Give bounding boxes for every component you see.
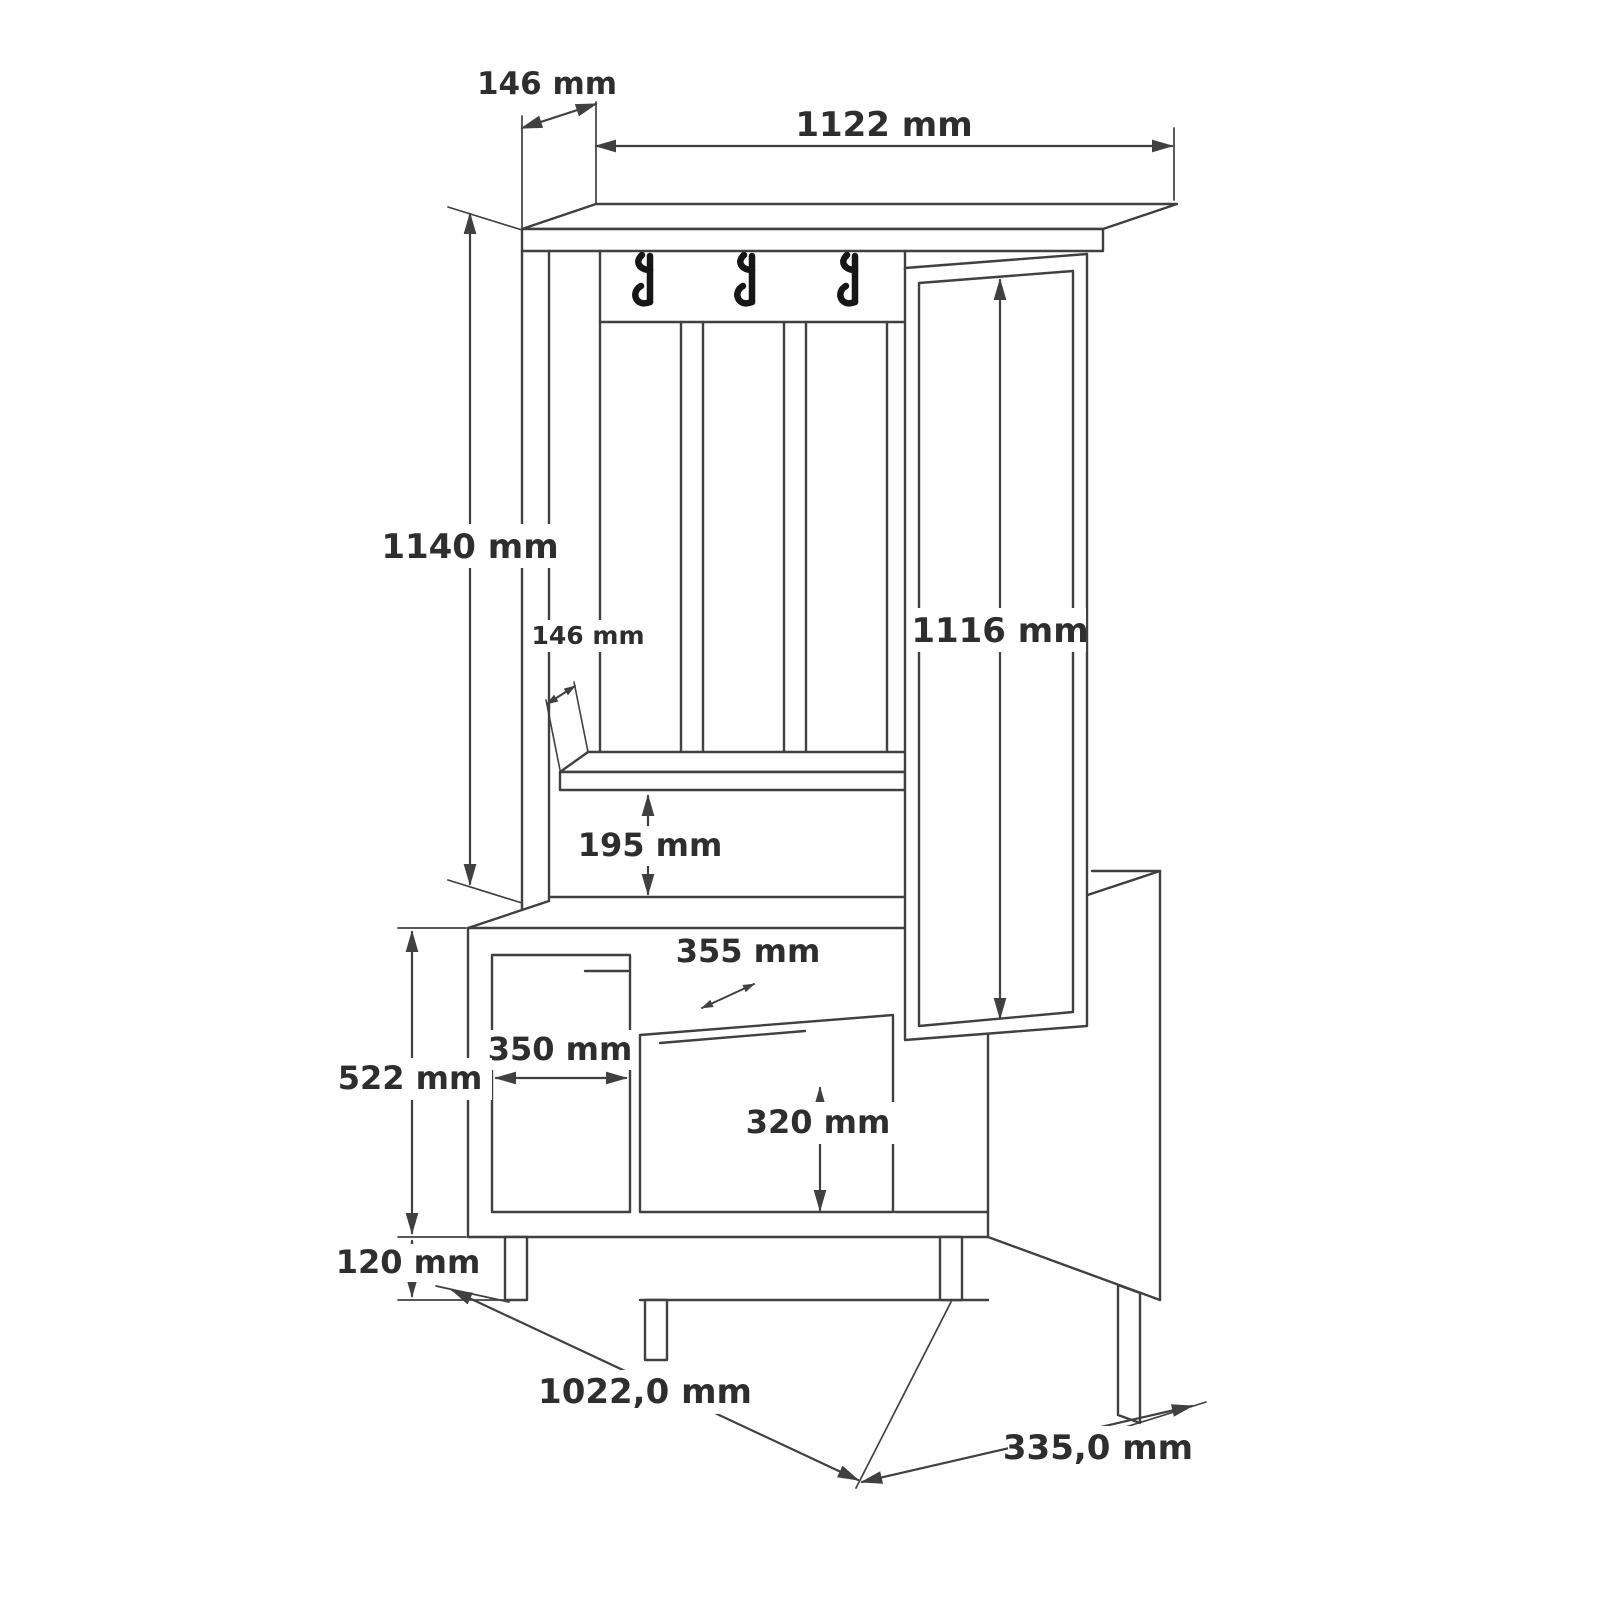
upper-unit <box>520 202 1179 911</box>
coat-hook-icon <box>632 251 654 307</box>
dimension-top-surface <box>701 983 755 1009</box>
dim-label-top-surface: 355 mm <box>676 932 821 970</box>
dimension-shelf-depth <box>545 681 589 771</box>
dim-label-top-width: 1122 mm <box>795 105 972 145</box>
dim-label-top-depth: 146 mm <box>477 66 617 102</box>
dimension-top-width <box>594 127 1175 201</box>
coat-hooks <box>632 251 859 307</box>
top-board-top-face <box>520 202 1179 231</box>
dim-label-leg-height: 120 mm <box>336 1243 481 1281</box>
dimension-top-depth <box>520 101 598 229</box>
shelf-top-face <box>558 750 935 774</box>
dim-label-base-depth: 335,0 mm <box>1003 1428 1193 1468</box>
dim-label-mirror-height: 1116 mm <box>911 611 1088 651</box>
dim-label-shelf-clearance: 195 mm <box>578 826 723 864</box>
dimension-labels: 146 mm 1122 mm 1140 mm 146 mm 1116 mm 19… <box>330 64 1193 1470</box>
dim-label-upper-height: 1140 mm <box>381 527 558 567</box>
front-right-leg <box>938 1235 964 1302</box>
top-board-front-edge <box>520 227 1105 253</box>
mirror-door-inner <box>917 269 1075 1028</box>
dim-label-base-width: 1022,0 mm <box>538 1372 752 1412</box>
coat-hook-icon <box>837 251 859 307</box>
dim-label-door-height: 320 mm <box>746 1103 891 1141</box>
back-right-leg <box>1116 1283 1142 1425</box>
lower-cabinet <box>466 869 1162 1425</box>
cabinet-top-left-edge <box>466 899 551 930</box>
dim-label-cabinet-height: 522 mm <box>338 1059 483 1097</box>
back-left-leg <box>643 1298 669 1362</box>
shelf <box>558 750 935 792</box>
left-door <box>490 953 632 1214</box>
dim-label-left-door-width: 350 mm <box>488 1030 633 1068</box>
shelf-front-edge <box>558 770 907 792</box>
coat-hook-icon <box>734 251 756 307</box>
slat-panel <box>598 320 889 762</box>
drop-door-handle <box>658 1029 807 1045</box>
front-left-leg <box>503 1235 529 1302</box>
dim-label-shelf-depth: 146 mm <box>532 621 645 650</box>
